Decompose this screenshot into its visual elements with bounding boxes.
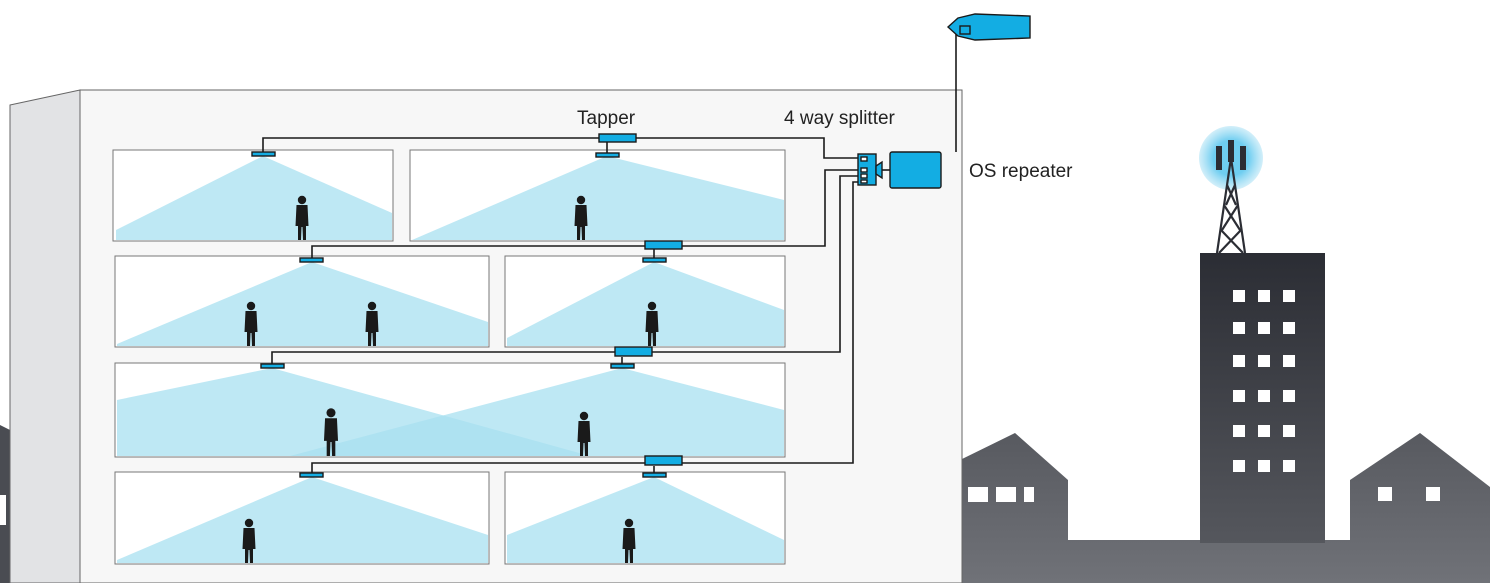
ceiling-antenna-icon — [610, 363, 635, 369]
repeater-icon — [889, 151, 942, 189]
repeater-label: OS repeater — [969, 161, 1073, 182]
tapper-icon — [644, 455, 683, 466]
coverage-cones — [116, 156, 784, 563]
ceiling-antenna-icon — [642, 472, 667, 478]
city-skyline — [960, 126, 1490, 583]
splitter-icon — [857, 153, 883, 186]
yagi-antenna-icon — [946, 13, 1031, 41]
ceiling-antenna-icon — [299, 472, 324, 478]
cell-tower-icon — [1199, 126, 1263, 254]
tapper-icon — [644, 240, 683, 250]
ceiling-antenna-icon — [642, 257, 667, 263]
ceiling-antenna-icon — [260, 363, 285, 369]
tapper-icon — [614, 346, 653, 357]
splitter-label: 4 way splitter — [784, 108, 896, 129]
ceiling-antenna-icon — [251, 151, 276, 157]
trees — [1070, 484, 1137, 540]
ceiling-antenna-icon — [595, 152, 620, 158]
tapper-icon — [598, 133, 637, 143]
devices — [251, 13, 1031, 478]
office-tower — [1200, 253, 1325, 543]
house-left — [968, 487, 1034, 502]
diagram-labels: Tapper 4 way splitter OS repeater — [577, 108, 1073, 182]
house-right — [1378, 487, 1440, 501]
ceiling-antenna-icon — [299, 257, 324, 263]
coax-cables — [262, 30, 957, 474]
tapper-label: Tapper — [577, 108, 636, 129]
